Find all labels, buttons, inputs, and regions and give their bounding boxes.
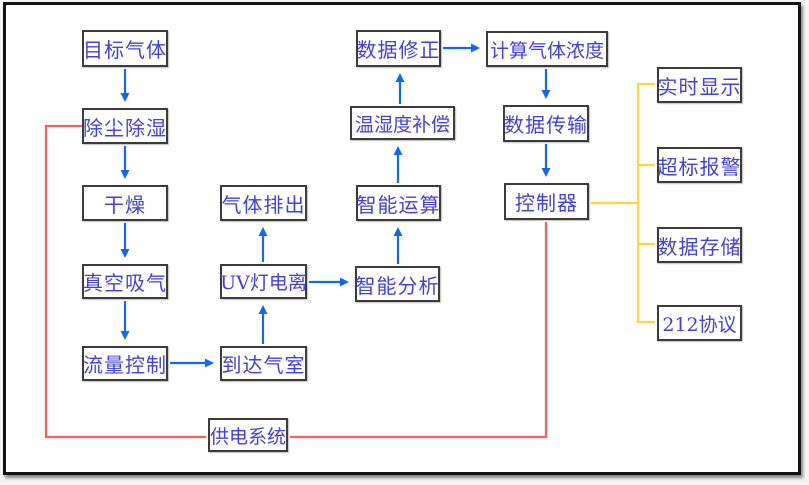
node-flow-control: 流量控制 [82, 346, 168, 381]
node-reach-gas-chamber: 到达气室 [220, 346, 307, 381]
node-data-storage: 数据存储 [657, 227, 742, 263]
node-controller: 控制器 [504, 183, 589, 220]
node-data-transmission: 数据传输 [503, 105, 589, 142]
node-uv-lamp-ionization: UV灯电离 [220, 264, 307, 299]
power-lines [44, 124, 548, 439]
node-over-limit-alarm: 超标报警 [657, 147, 742, 183]
node-gas-discharge: 气体排出 [220, 185, 307, 221]
flow-arrows [120, 43, 551, 368]
node-vacuum-suction: 真空吸气 [82, 264, 168, 299]
node-data-correction: 数据修正 [356, 30, 441, 67]
node-target-gas: 目标气体 [82, 30, 168, 67]
node-protocol-212: 212协议 [657, 305, 742, 341]
node-calc-gas-concentration: 计算气体浓度 [486, 31, 608, 67]
node-drying: 干燥 [82, 185, 168, 221]
node-intelligent-computation: 智能运算 [356, 185, 441, 221]
output-lines [591, 82, 655, 324]
node-intelligent-analysis: 智能分析 [355, 266, 440, 302]
node-realtime-display: 实时显示 [657, 67, 742, 103]
node-dust-removal: 除尘除湿 [82, 108, 168, 144]
node-power-supply-system: 供电系统 [208, 418, 288, 452]
node-temp-humidity-compensation: 温湿度补偿 [350, 106, 455, 140]
